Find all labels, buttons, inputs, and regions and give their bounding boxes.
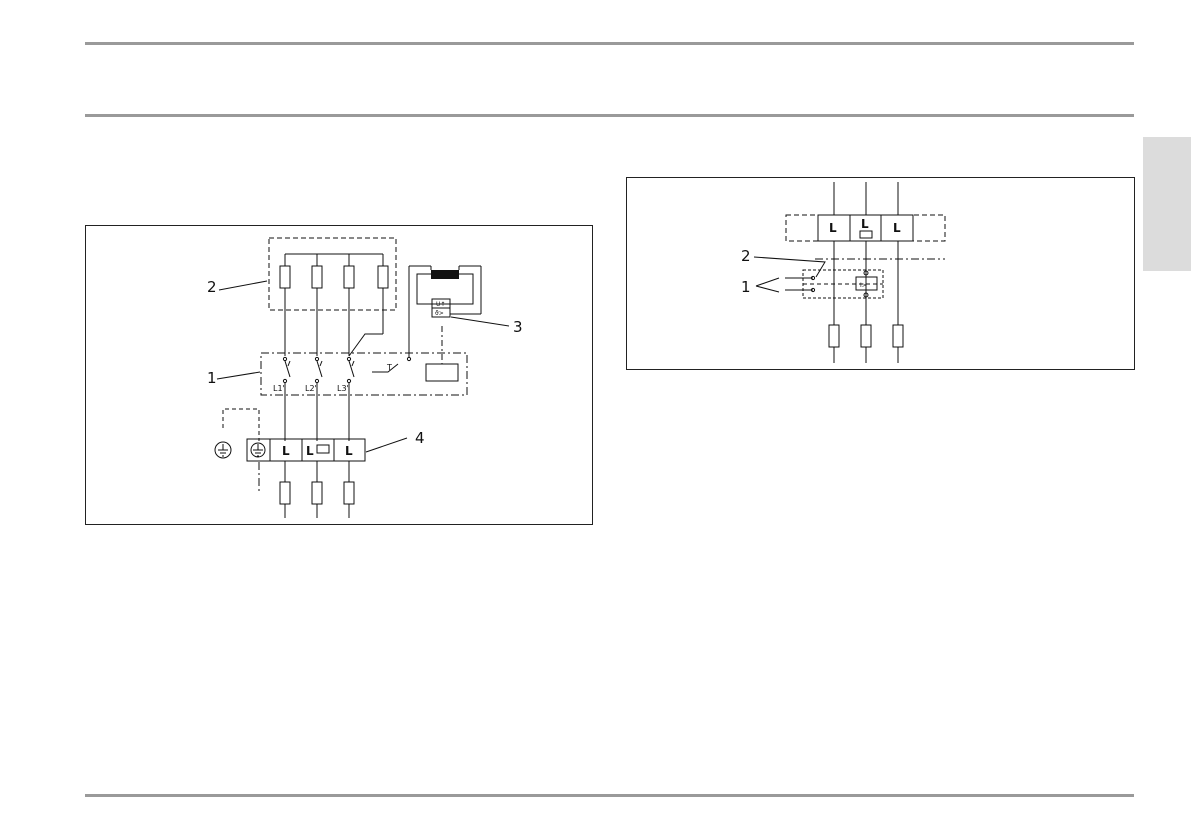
terminal-label-2: L [861,217,869,231]
contact-icon [315,357,318,360]
footer-rule [85,794,1134,797]
ground-icon [215,442,231,458]
contactor-box [261,353,467,395]
wiring-diagram-panel-1: 1 2 3 4 L1' L2' L3' T U↑ ϑ> L L L [85,225,593,525]
sensor-label-theta: ϑ> [435,310,444,317]
heater-element-icon [344,266,354,288]
section-tab [1143,137,1191,271]
terminal-label-2: L [306,444,314,458]
top-rule [85,42,1134,45]
phase-label-l1: L1' [273,384,285,393]
thermal-contact-icon [317,445,329,453]
heater-element-icon [280,266,290,288]
timer-label: T [386,363,392,372]
wiring-diagram-1: 1 2 3 4 L1' L2' L3' T U↑ ϑ> L L L [86,226,592,524]
current-relay-label: I> [860,282,867,289]
thermal-contact-icon [860,231,872,238]
pe-ground-icon [251,443,265,457]
header-rule [85,114,1134,117]
fuse-icon [861,325,871,347]
callout-3: 3 [513,318,523,336]
wiring-diagram-panel-2: 1 2 L L L I> [626,177,1135,370]
heater-element-icon [378,266,388,288]
contactor-coil [426,364,458,381]
contact-icon [347,357,350,360]
fuse-icon [893,325,903,347]
sensor-label-u: U↑ [436,301,445,308]
terminal-label-3: L [893,221,901,235]
contact-icon [283,357,286,360]
wiring-diagram-2: 1 2 L L L I> [627,178,1134,369]
heater-element-icon [312,266,322,288]
callout-4: 4 [415,429,425,447]
fuse-icon [344,482,354,504]
terminal-label-3: L [345,444,353,458]
terminal-label-1: L [829,221,837,235]
relay-box [803,270,883,298]
callout-2: 2 [741,247,751,265]
phase-label-l2: L2' [305,384,317,393]
fuse-icon [829,325,839,347]
fuse-icon [280,482,290,504]
terminal-label-1: L [282,444,290,458]
heater-bar-icon [431,270,459,279]
heater-group-box [269,238,396,310]
callout-1: 1 [741,278,751,296]
callout-2: 2 [207,278,217,296]
fuse-icon [312,482,322,504]
callout-1: 1 [207,369,217,387]
phase-label-l3: L3' [337,384,349,393]
